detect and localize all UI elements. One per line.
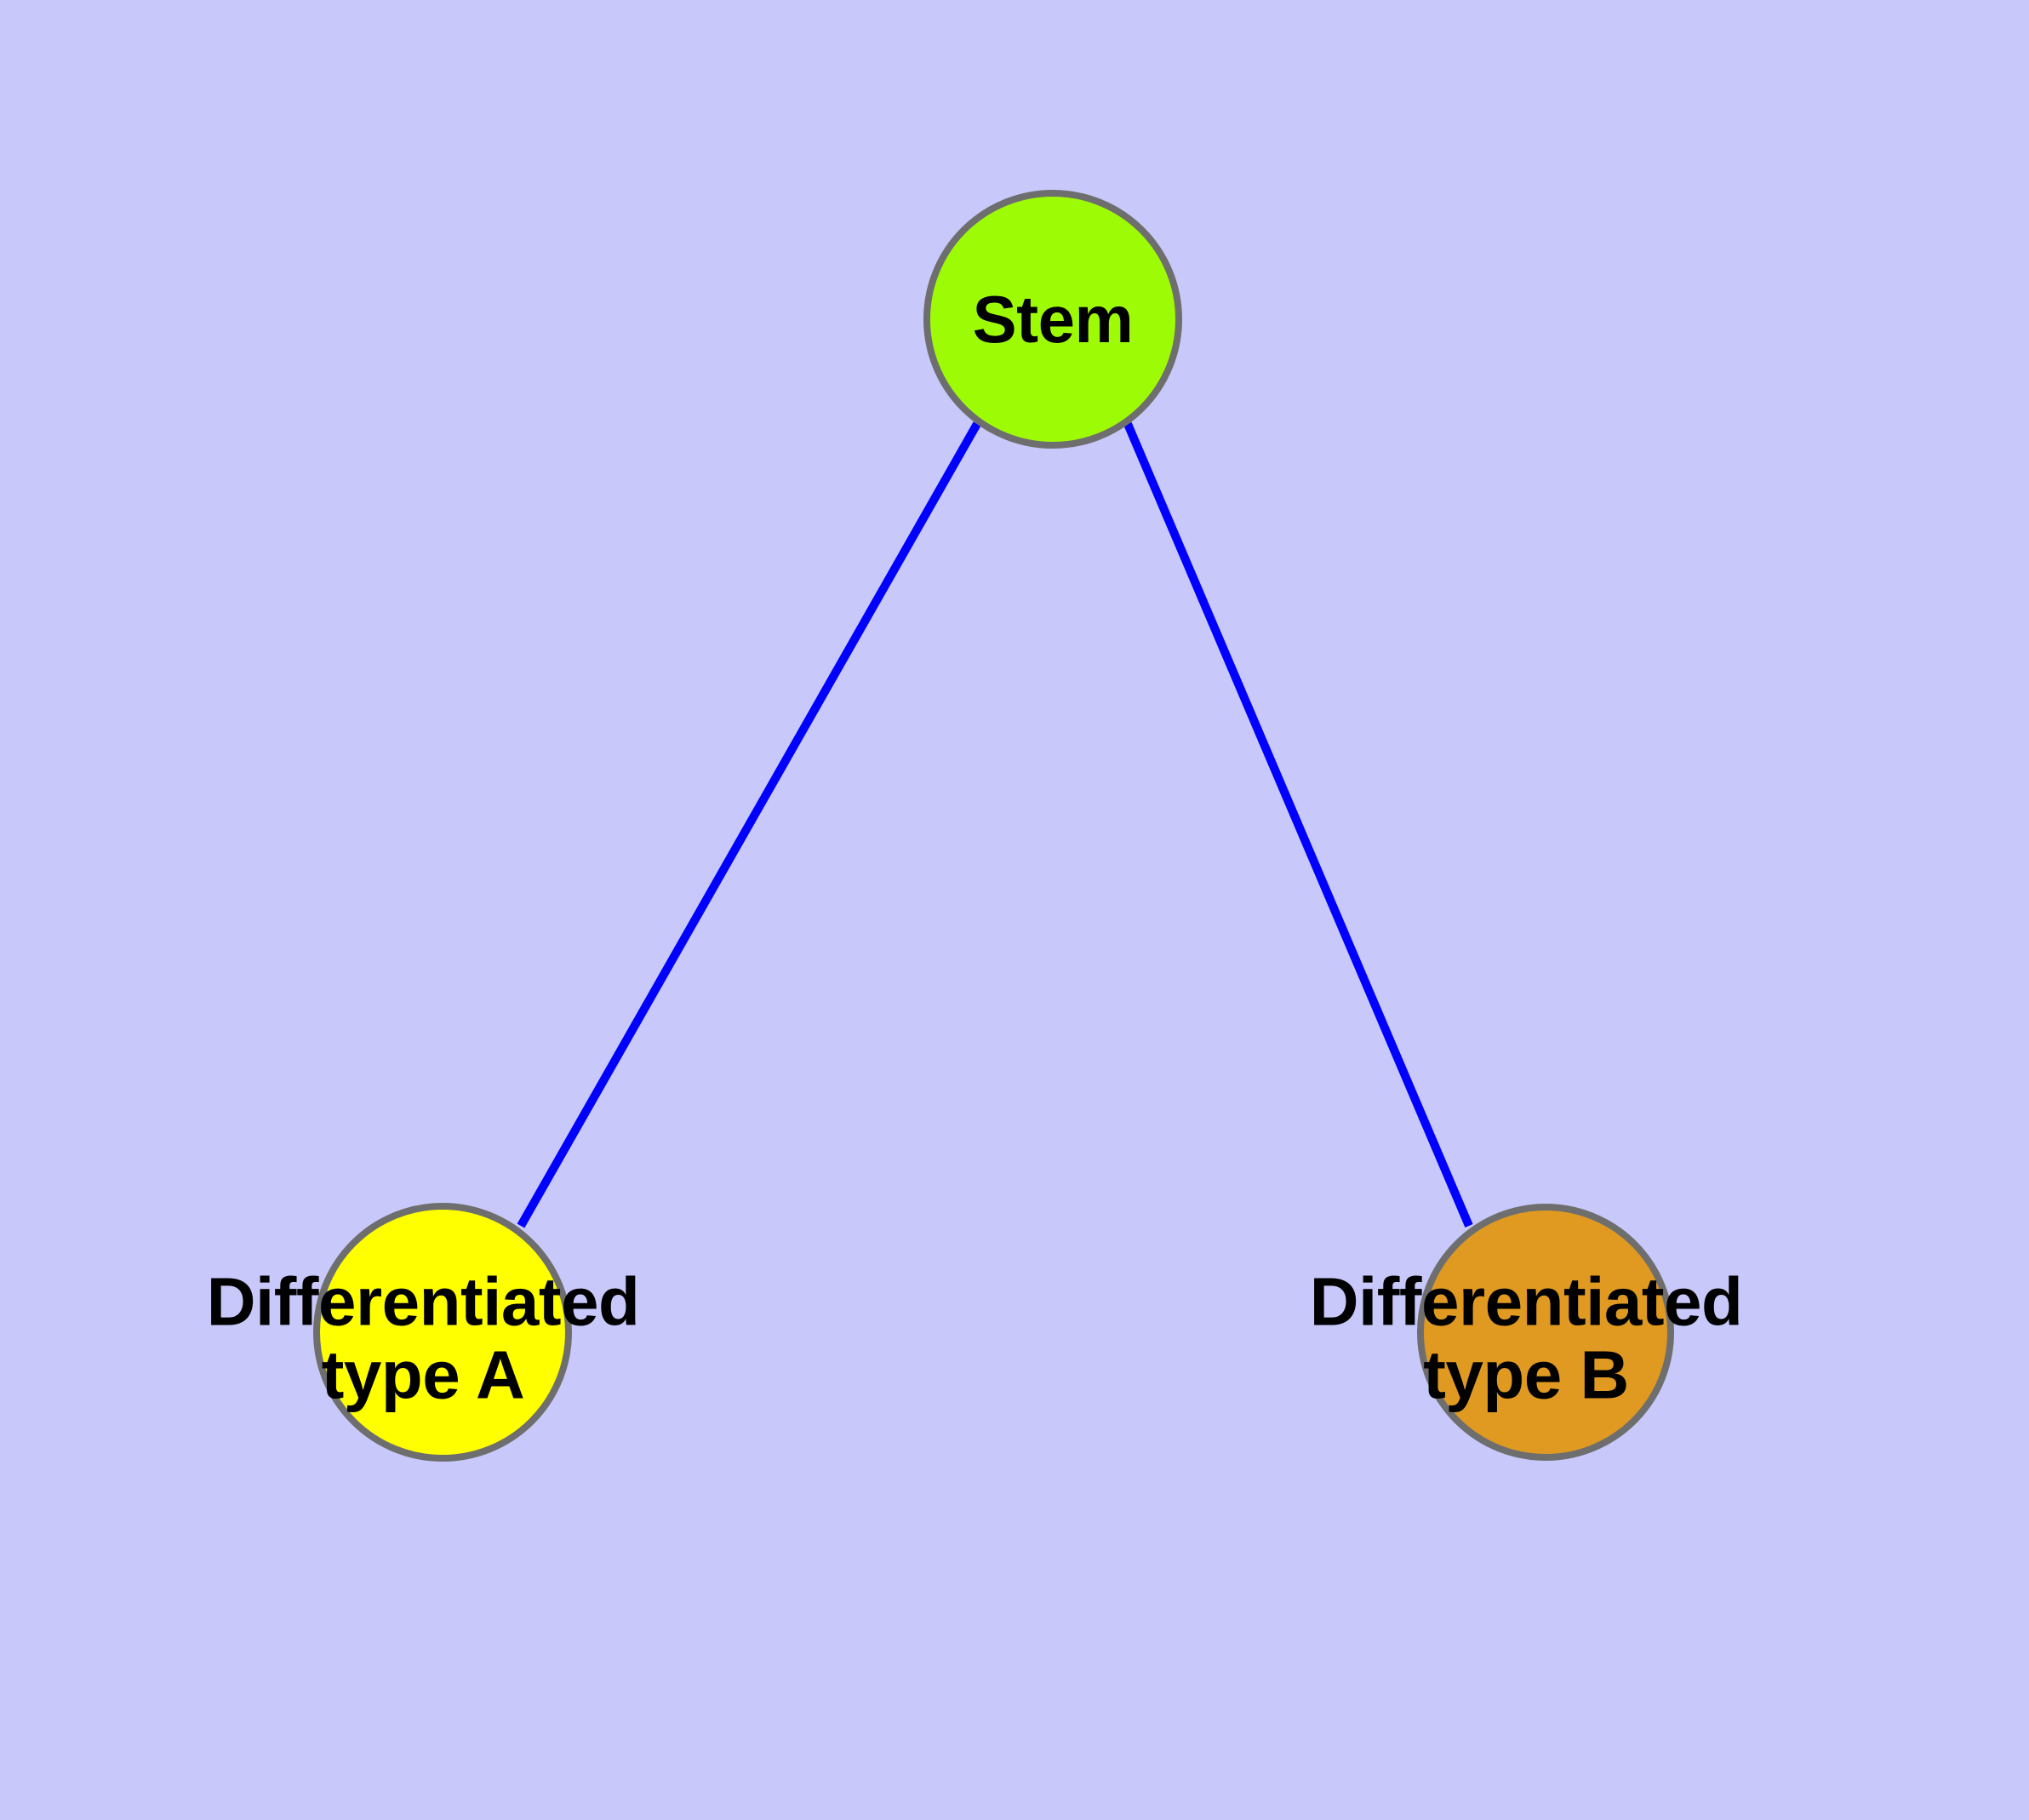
node-differentiated-type-b[interactable]: [1417, 1204, 1674, 1461]
edge-stem-to-differentiated-type-a[interactable]: [517, 421, 981, 1228]
node-stem[interactable]: [923, 190, 1182, 449]
node-differentiated-type-a[interactable]: [313, 1203, 572, 1462]
edge-stem-to-differentiated-type-b[interactable]: [1123, 422, 1473, 1228]
